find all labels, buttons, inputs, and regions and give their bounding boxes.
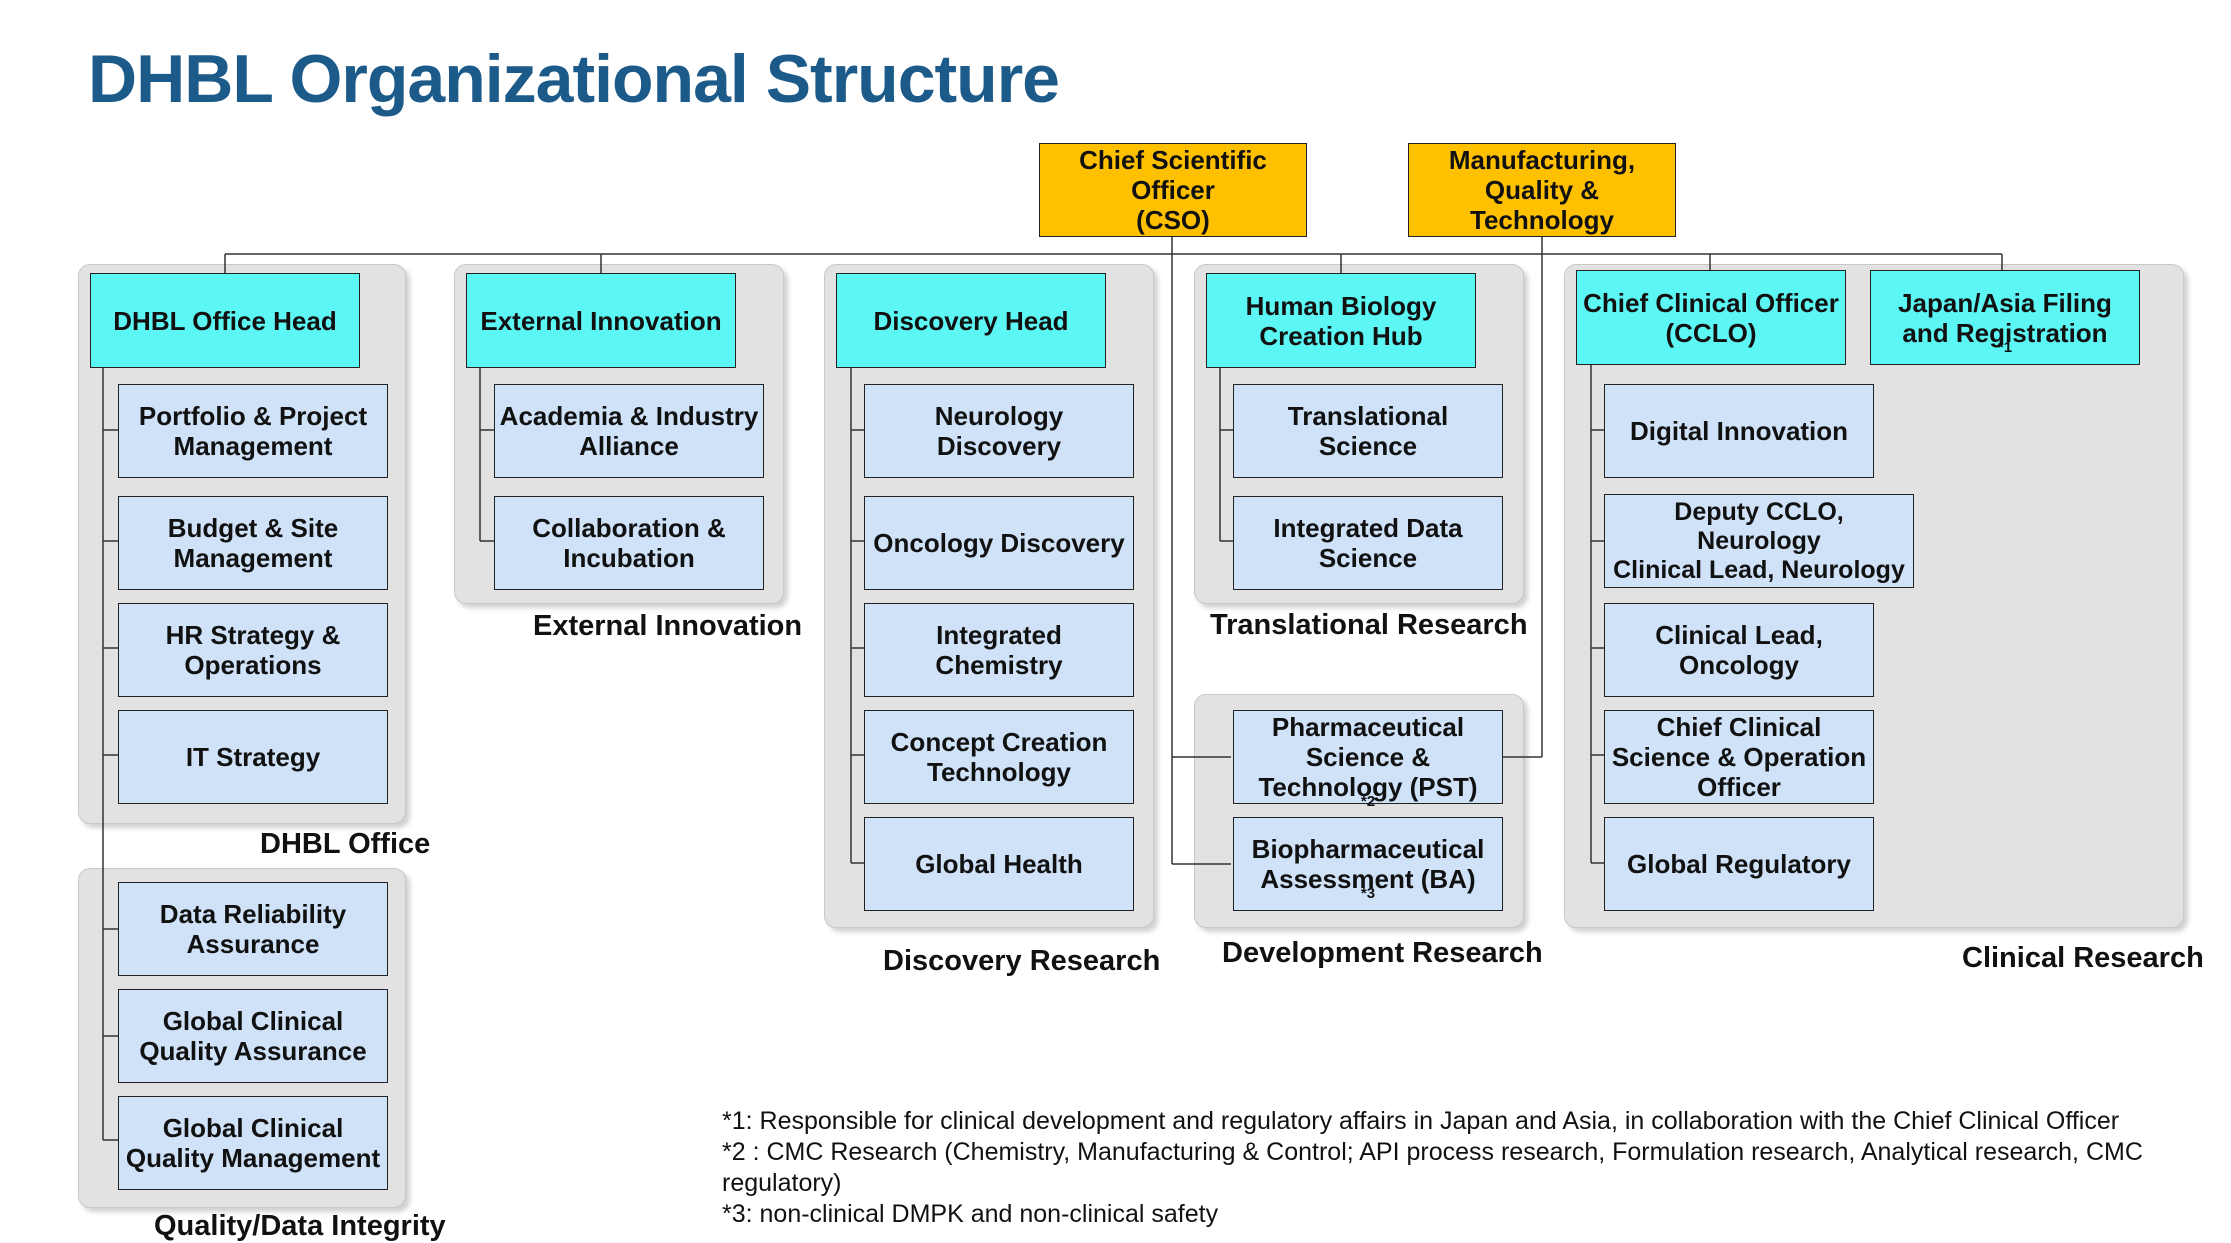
japan-line-2: and Registration <box>1902 317 2108 348</box>
data-reliability-line-1: Data Reliability <box>159 899 347 929</box>
cso-line-1: Chief Scientific <box>1079 145 1267 175</box>
hr-box[interactable]: HR Strategy &Operations <box>118 603 388 697</box>
budget-line-1: Budget & Site <box>167 513 339 543</box>
deputy-cclo-line-1: Deputy CCLO, <box>1674 497 1844 526</box>
integrated-data-line-1: Integrated Data <box>1273 513 1463 543</box>
translational-science-line-1: Translational <box>1287 401 1449 431</box>
deputy-cclo-line-3: Clinical Lead, Neurology <box>1613 555 1905 584</box>
chief-clinical-science-line-1: Chief Clinical <box>1656 712 1822 742</box>
footnote-1: *1: Responsible for clinical development… <box>722 1107 2120 1135</box>
integrated-chemistry-line-2: Chemistry <box>935 650 1063 680</box>
it-box[interactable]: IT Strategy <box>118 710 388 804</box>
hr-line-2: Operations <box>184 650 322 680</box>
data-reliability-line-2: Assurance <box>186 929 320 959</box>
clinical-lead-oncology-box[interactable]: Clinical Lead,Oncology <box>1604 603 1874 697</box>
japan-line-1: Japan/Asia Filing <box>1898 287 2112 318</box>
oncology-discovery-line-1: Oncology Discovery <box>873 528 1125 558</box>
digital-innovation-line-1: Digital Innovation <box>1629 416 1849 446</box>
cso-line-3: (CSO) <box>1136 205 1210 235</box>
ba-line-2: Assessment (BA) <box>1260 864 1476 894</box>
chief-clinical-science-line-3: Officer <box>1697 772 1781 802</box>
collaboration-box[interactable]: Collaboration &Incubation <box>494 496 764 590</box>
pst-line-3: Technology (PST) <box>1258 772 1478 802</box>
cclo-line-1: Chief Clinical Officer <box>1583 287 1839 318</box>
footnote-3: *3: non-clinical DMPK and non-clinical s… <box>722 1200 1219 1228</box>
translational-science-line-2: Science <box>1318 431 1418 461</box>
cclo-line-2: (CCLO) <box>1665 317 1757 348</box>
hr-line-1: HR Strategy & <box>165 620 341 650</box>
collaboration-line-2: Incubation <box>563 543 695 573</box>
dhbl-office-label: DHBL Office <box>260 828 431 860</box>
academia-line-1: Academia & Industry <box>499 401 759 431</box>
it-line-1: IT Strategy <box>185 742 321 772</box>
clinical-research-label: Clinical Research <box>1962 942 2204 974</box>
mqt-box[interactable]: Manufacturing,Quality &Technology <box>1408 143 1676 237</box>
pst-line-1: Pharmaceutical <box>1271 712 1465 742</box>
dhbl-office-head-box[interactable]: DHBL Office Head <box>90 273 360 368</box>
translational-research-label: Translational Research <box>1210 609 1528 641</box>
clinical-lead-oncology-line-1: Clinical Lead, <box>1655 620 1823 650</box>
footnotes: *1: Responsible for clinical development… <box>722 1106 2212 1230</box>
ba-line-1: Biopharmaceutical <box>1251 834 1485 864</box>
portfolio-line-2: Management <box>173 431 333 461</box>
mqt-line-3: Technology <box>1470 205 1614 235</box>
academia-line-2: Alliance <box>579 431 679 461</box>
gcqm-line-1: Global Clinical <box>162 1113 344 1143</box>
development-research-label: Development Research <box>1222 937 1543 969</box>
collaboration-line-1: Collaboration & <box>532 513 726 543</box>
global-health-line-1: Global Health <box>915 849 1083 879</box>
concept-creation-line-2: Technology <box>927 757 1071 787</box>
global-regulatory-box[interactable]: Global Regulatory <box>1604 817 1874 911</box>
integrated-chemistry-line-1: Integrated <box>936 620 1062 650</box>
neurology-discovery-line-1: Neurology Discovery <box>934 401 1064 461</box>
discovery-research-label: Discovery Research <box>883 945 1161 977</box>
global-health-box[interactable]: Global Health <box>864 817 1134 911</box>
budget-line-2: Management <box>173 543 333 573</box>
digital-innovation-box[interactable]: Digital Innovation <box>1604 384 1874 478</box>
concept-creation-line-1: Concept Creation <box>890 727 1108 757</box>
cso-line-2: Officer <box>1131 175 1215 205</box>
oncology-discovery-box[interactable]: Oncology Discovery <box>864 496 1134 590</box>
gcqa-line-1: Global Clinical <box>162 1006 344 1036</box>
gcqm-line-2: Quality Management <box>125 1143 381 1173</box>
page-title: DHBL Organizational Structure <box>88 41 1060 117</box>
gcqa-line-2: Quality Assurance <box>139 1036 367 1066</box>
clinical-lead-oncology-line-2: Oncology <box>1679 650 1799 680</box>
external-innovation-label: External Innovation <box>533 610 803 642</box>
discovery-head-box[interactable]: Discovery Head <box>836 273 1106 368</box>
portfolio-line-1: Portfolio & Project <box>138 401 368 431</box>
deputy-cclo-line-2: Neurology <box>1697 526 1821 555</box>
mqt-line-2: Quality & <box>1484 175 1600 205</box>
mqt-line-1: Manufacturing, <box>1448 145 1636 175</box>
pst-line-2: Science & <box>1305 742 1431 772</box>
cclo-box[interactable]: Chief Clinical Officer(CCLO) <box>1576 270 1846 365</box>
external-innovation-head-box[interactable]: External Innovation <box>466 273 736 368</box>
human-biology-line-2: Creation Hub <box>1259 320 1423 351</box>
chief-clinical-science-line-2: Science & Operation <box>1611 742 1867 772</box>
quality-label: Quality/Data Integrity <box>154 1210 446 1242</box>
footnote-2: *2 : CMC Research (Chemistry, Manufactur… <box>722 1138 2143 1197</box>
neurology-discovery-box[interactable]: Neurology Discovery <box>864 384 1134 478</box>
global-regulatory-line-1: Global Regulatory <box>1627 849 1851 879</box>
integrated-data-line-2: Science <box>1318 543 1418 573</box>
human-biology-line-1: Human Biology <box>1245 290 1437 321</box>
